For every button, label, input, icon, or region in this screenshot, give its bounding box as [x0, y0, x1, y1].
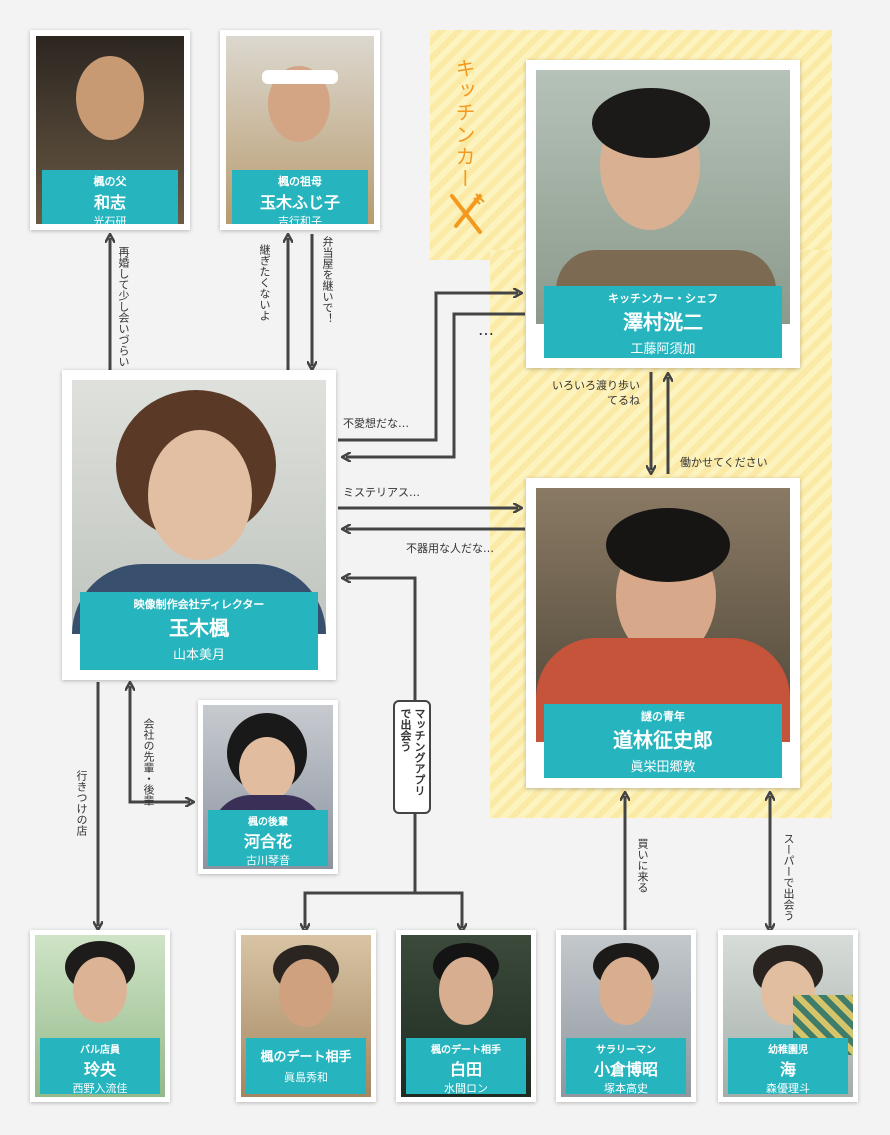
matching-app-box: マッチングアプリで出会う	[393, 700, 431, 814]
relation-ogura-michi: 買いに来る	[636, 838, 649, 893]
relation-michi-to-kaede: 不器用な人だな…	[406, 542, 494, 555]
label-kawai: 楓の後輩 河合花 古川琴音	[208, 810, 328, 867]
relation-sawamura-dots: …	[478, 320, 494, 339]
label-father: 楓の父 和志 光石研	[42, 170, 178, 228]
person-card-father[interactable]: 楓の父 和志 光石研	[30, 30, 190, 230]
face-shape	[599, 957, 653, 1025]
relation-sawamura-to-kaede: 不愛想だな…	[343, 417, 409, 430]
relation-michi-to-sawamura: 働かせてください	[680, 456, 768, 469]
face-shape	[76, 56, 144, 140]
label-grandma: 楓の祖母 玉木ふじ子 吉行和子	[232, 170, 368, 228]
person-card-kawai[interactable]: 楓の後輩 河合花 古川琴音	[198, 700, 338, 874]
person-card-umi[interactable]: 幼稚園児 海 森優理斗	[718, 930, 858, 1102]
face-shape	[148, 430, 252, 560]
arrow-kaede-to-kawai	[128, 690, 190, 802]
person-card-sawamura[interactable]: キッチンカー・シェフ 澤村洸二 工藤阿須加	[526, 60, 800, 368]
relation-father-kaede: 再婚して少し会いづらい	[117, 246, 130, 367]
face-shape	[279, 959, 333, 1027]
person-card-michibayashi[interactable]: 謎の青年 道林征史郎 眞栄田郷敦	[526, 478, 800, 788]
photo-michibayashi	[536, 488, 790, 742]
person-card-grandma[interactable]: 楓の祖母 玉木ふじ子 吉行和子	[220, 30, 380, 230]
hair-shape	[592, 88, 710, 158]
hair-shape	[606, 508, 730, 582]
relation-kaede-to-michi: ミステリアス…	[343, 486, 420, 499]
matching-bracket	[303, 891, 464, 926]
person-card-shirata[interactable]: 楓のデート相手 白田 水間ロン	[396, 930, 536, 1102]
relation-umi-michi: スーパーで出会う	[782, 833, 795, 921]
person-card-reo[interactable]: バル店員 玲央 西野入流佳	[30, 930, 170, 1102]
relation-kaede-kawai: 会社の先輩・後輩	[142, 718, 155, 806]
label-reo: バル店員 玲央 西野入流佳	[40, 1038, 160, 1095]
fork-knife-icon	[450, 193, 485, 234]
person-card-ogura[interactable]: サラリーマン 小倉博昭 塚本高史	[556, 930, 696, 1102]
relation-grandma-kaede: 弁当屋を継いで！	[321, 236, 334, 324]
person-card-date1[interactable]: 楓のデート相手 眞島秀和	[236, 930, 376, 1102]
relation-kaede-grandma: 継ぎたくないよ	[258, 244, 271, 321]
relation-sawamura-to-michi: いろいろ渡り歩いてるね	[552, 379, 640, 407]
arrow-sawamura-to-kaede	[346, 312, 525, 457]
arrow-kaede-to-sawamura	[338, 293, 518, 442]
headband-shape	[262, 70, 338, 84]
label-date1: 楓のデート相手 眞島秀和	[246, 1038, 366, 1094]
label-sawamura: キッチンカー・シェフ 澤村洸二 工藤阿須加	[544, 286, 782, 358]
face-shape	[239, 737, 295, 801]
label-shirata: 楓のデート相手 白田 水間ロン	[406, 1038, 526, 1095]
kitchen-car-title: キッチンカー	[452, 58, 476, 190]
face-shape	[439, 957, 493, 1025]
label-kaede: 映像制作会社ディレクター 玉木楓 山本美月	[80, 592, 318, 670]
label-ogura: サラリーマン 小倉博昭 塚本高史	[566, 1038, 686, 1095]
person-card-kaede[interactable]: 映像制作会社ディレクター 玉木楓 山本美月	[62, 370, 336, 680]
label-umi: 幼稚園児 海 森優理斗	[728, 1038, 848, 1095]
label-michibayashi: 謎の青年 道林征史郎 眞栄田郷敦	[544, 704, 782, 778]
relation-kaede-reo: 行きつけの店	[75, 770, 88, 836]
face-shape	[73, 957, 127, 1023]
